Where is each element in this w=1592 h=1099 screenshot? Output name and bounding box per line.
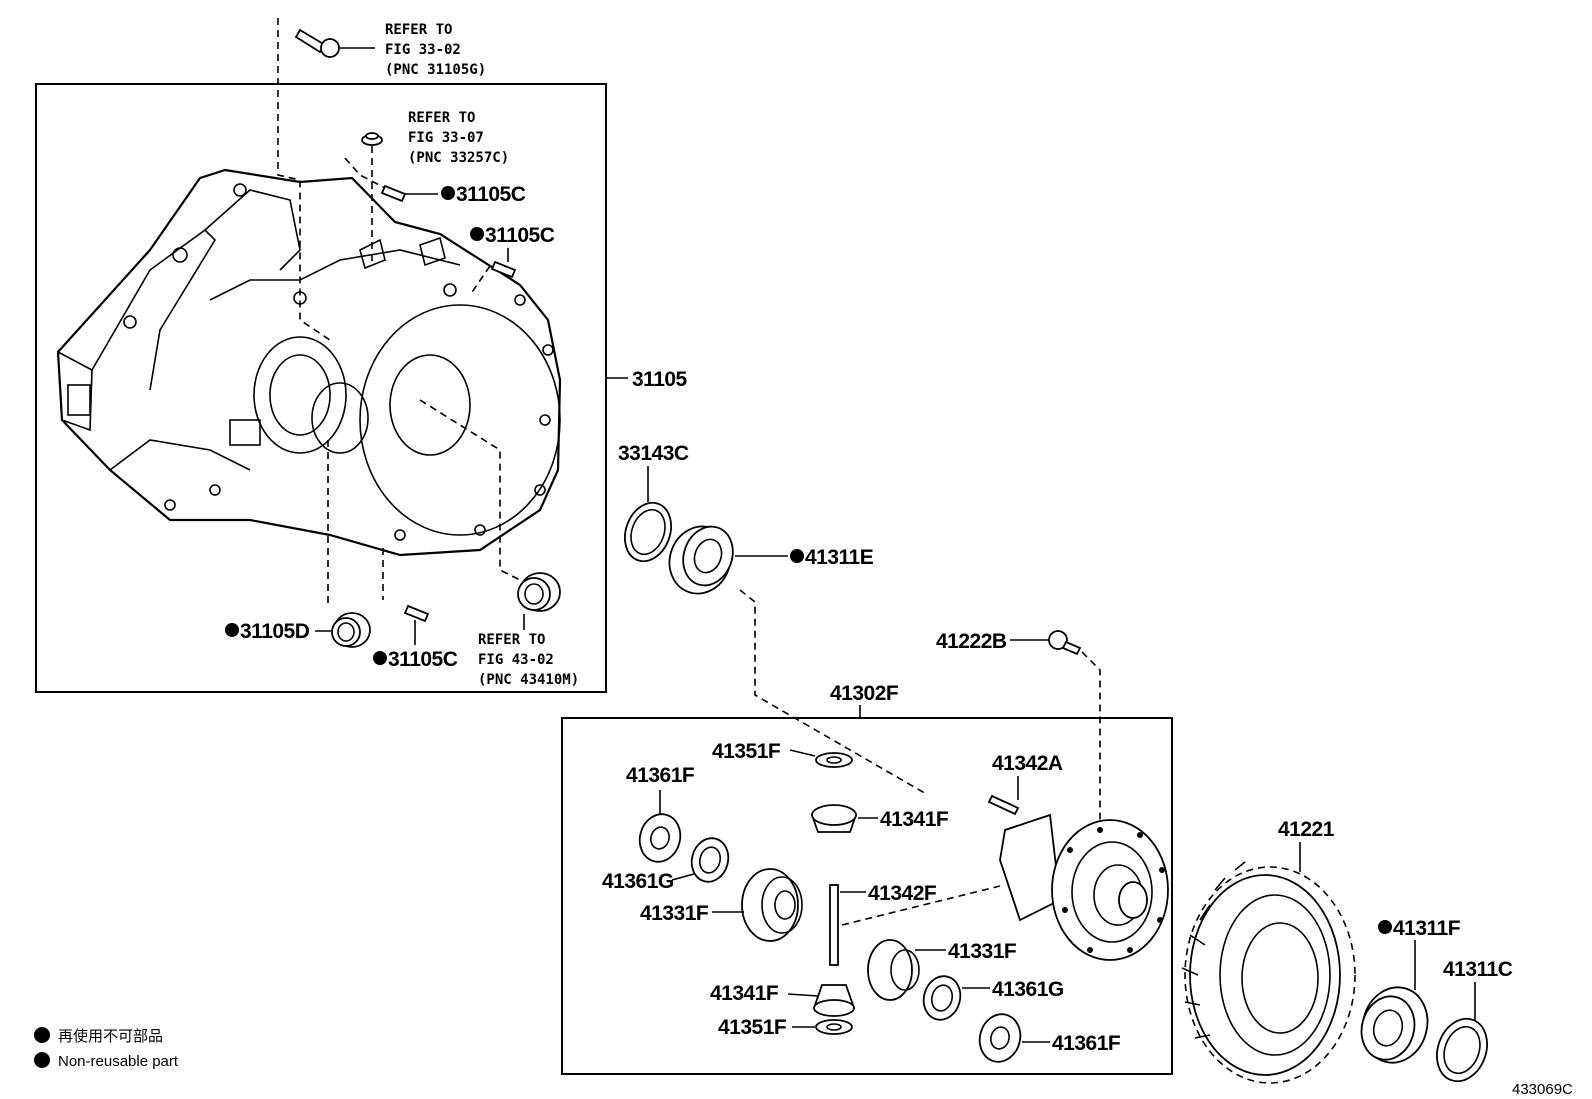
pin-31105C-b-drawing bbox=[469, 248, 517, 296]
label-31105C-b: 31105C bbox=[485, 224, 555, 247]
pin-31105C-a-drawing bbox=[344, 157, 438, 203]
label-31105C-c: 31105C bbox=[388, 648, 458, 671]
ref3-line1: REFER TO bbox=[478, 632, 545, 648]
label-41331F-b: 41331F bbox=[948, 940, 1017, 963]
ref1-line1: REFER TO bbox=[385, 22, 452, 38]
washer-41351F-b-drawing bbox=[815, 1019, 853, 1035]
washer-41361G-a-drawing bbox=[690, 837, 730, 883]
label-41221: 41221 bbox=[1278, 818, 1335, 841]
leader-41222B-dash bbox=[1081, 651, 1101, 820]
nonreusable-dot-31105C-a bbox=[441, 186, 455, 200]
ref3-line2: FIG 43-02 bbox=[478, 652, 554, 668]
bolt-41222B-drawing bbox=[1048, 630, 1082, 656]
leader-41361G-a bbox=[671, 873, 695, 881]
pinion-41341F-a-drawing bbox=[810, 804, 858, 833]
label-41351F-a: 41351F bbox=[712, 740, 781, 763]
label-41222B: 41222B bbox=[936, 630, 1007, 653]
nonreusable-dot-31105D bbox=[225, 623, 239, 637]
transaxle-case-drawing bbox=[56, 168, 562, 557]
washer-41351F-a-drawing bbox=[815, 752, 853, 768]
label-33143C: 33143C bbox=[618, 442, 689, 465]
washer-41361F-b-drawing bbox=[978, 1013, 1022, 1063]
side-gear-41331F-a-drawing bbox=[741, 868, 803, 942]
label-41361F-b: 41361F bbox=[1052, 1032, 1121, 1055]
seal-43410M-drawing bbox=[517, 572, 561, 612]
label-41311F: 41311F bbox=[1393, 917, 1461, 940]
legend-jp-text: 再使用不可部品 bbox=[58, 1028, 163, 1045]
case-group-box bbox=[35, 83, 607, 693]
nonreusable-dot-41311F bbox=[1378, 920, 1392, 934]
figure-id: 433069C bbox=[1512, 1081, 1573, 1098]
leader-41342F-dash bbox=[841, 885, 1001, 926]
shim-41311C-drawing bbox=[1436, 1017, 1488, 1083]
pin-31105C-c-drawing bbox=[403, 604, 430, 645]
washer-41361G-b-drawing bbox=[922, 975, 962, 1021]
ref2-line2: FIG 33-07 bbox=[408, 130, 484, 146]
ref3-line3: (PNC 43410M) bbox=[478, 672, 579, 688]
label-41302F: 41302F bbox=[830, 682, 899, 705]
leader-41341F-b bbox=[787, 993, 819, 997]
ref1-line3: (PNC 31105G) bbox=[385, 62, 486, 78]
ring-gear-41221-drawing bbox=[1181, 861, 1356, 1084]
differential-case-drawing bbox=[999, 813, 1169, 961]
side-gear-41331F-b-drawing bbox=[867, 939, 920, 1001]
legend-en-text: Non-reusable part bbox=[58, 1053, 179, 1070]
label-41342A: 41342A bbox=[992, 752, 1063, 775]
label-41311E: 41311E bbox=[805, 546, 874, 569]
washer-41361F-a-drawing bbox=[638, 813, 682, 863]
label-41361G-b: 41361G bbox=[992, 978, 1064, 1001]
nonreusable-dot-41311E bbox=[790, 549, 804, 563]
shaft-41342F-drawing bbox=[829, 884, 839, 966]
label-31105: 31105 bbox=[632, 368, 688, 391]
label-41311C: 41311C bbox=[1443, 958, 1513, 981]
ref1-line2: FIG 33-02 bbox=[385, 42, 461, 58]
label-31105D: 31105D bbox=[240, 620, 310, 643]
leader-41351F-a bbox=[789, 749, 816, 757]
pinion-41341F-b-drawing bbox=[812, 984, 856, 1017]
label-41341F-b: 41341F bbox=[710, 982, 779, 1005]
legend-dot-jp bbox=[34, 1027, 50, 1043]
shim-33143C-drawing bbox=[624, 501, 672, 563]
bearing-41311E-drawing bbox=[668, 525, 734, 595]
pin-41342A-drawing bbox=[987, 794, 1020, 816]
plug-33257C-drawing bbox=[361, 132, 383, 146]
label-31105C-a: 31105C bbox=[456, 183, 526, 206]
ref2-line1: REFER TO bbox=[408, 110, 475, 126]
label-41331F-a: 41331F bbox=[640, 902, 709, 925]
nonreusable-dot-31105C-b bbox=[470, 227, 484, 241]
label-41351F-b: 41351F bbox=[718, 1016, 787, 1039]
label-41361F-a: 41361F bbox=[626, 764, 695, 787]
bolt-31105G-drawing bbox=[294, 28, 375, 58]
ref2-line3: (PNC 33257C) bbox=[408, 150, 509, 166]
label-41361G-a: 41361G bbox=[602, 870, 674, 893]
leader-41311E-dash bbox=[739, 589, 929, 796]
bearing-41311F-drawing bbox=[1360, 986, 1429, 1064]
nonreusable-dot-31105C-c bbox=[373, 651, 387, 665]
legend-dot-en bbox=[34, 1052, 50, 1068]
seal-31105D-drawing bbox=[331, 612, 371, 648]
differential-group-box bbox=[561, 717, 1173, 1075]
label-41341F-a: 41341F bbox=[880, 808, 949, 831]
label-41342F: 41342F bbox=[868, 882, 937, 905]
